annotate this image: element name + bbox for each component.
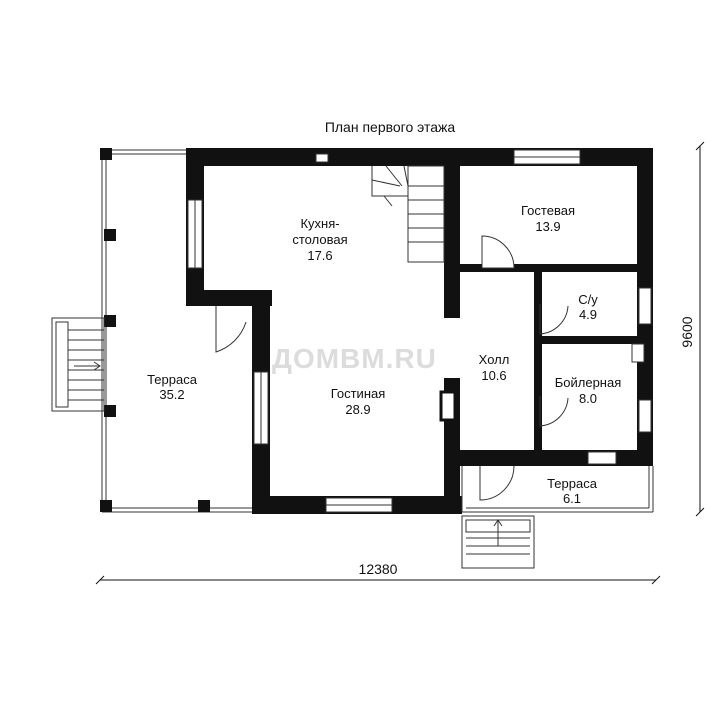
room-guest-area: 13.9 (535, 219, 560, 234)
doors (215, 235, 569, 501)
windows (187, 149, 652, 513)
fireplace (439, 390, 457, 422)
room-boiler-area: 8.0 (579, 391, 597, 406)
plan-title: План первого этажа (325, 119, 456, 135)
room-hall-area: 10.6 (481, 368, 506, 383)
room-bath-name: С/у (578, 292, 598, 307)
room-kitchen-area: 17.6 (307, 248, 332, 263)
room-boiler-name: Бойлерная (555, 375, 622, 390)
room-terrace-big-area: 35.2 (159, 387, 184, 402)
watermark: ДОМВМ.RU (272, 343, 437, 374)
staircase (371, 165, 445, 263)
dimension-height-label: 9600 (679, 316, 695, 347)
room-living-area: 28.9 (345, 402, 370, 417)
walls (186, 148, 653, 514)
room-terrace-big-name: Терраса (147, 372, 198, 387)
terrace-posts (100, 148, 210, 512)
room-kitchen-name-1: Кухня- (300, 216, 339, 231)
terrace-small-outline (461, 466, 654, 569)
terrace-big-outline (101, 149, 252, 513)
room-terrace-small-name: Терраса (547, 476, 598, 491)
room-terrace-small-area: 6.1 (563, 491, 581, 506)
room-hall-name: Холл (479, 352, 510, 367)
room-kitchen-name-2: столовая (292, 232, 347, 247)
dimension-height (695, 141, 705, 517)
room-guest-name: Гостевая (521, 203, 575, 218)
room-living-name: Гостиная (331, 386, 386, 401)
vent (315, 153, 329, 163)
boiler-vent (631, 343, 645, 363)
left-steps (51, 317, 105, 412)
dimension-width (95, 575, 661, 585)
room-bath-area: 4.9 (579, 307, 597, 322)
dimension-width-label: 12380 (359, 561, 398, 577)
